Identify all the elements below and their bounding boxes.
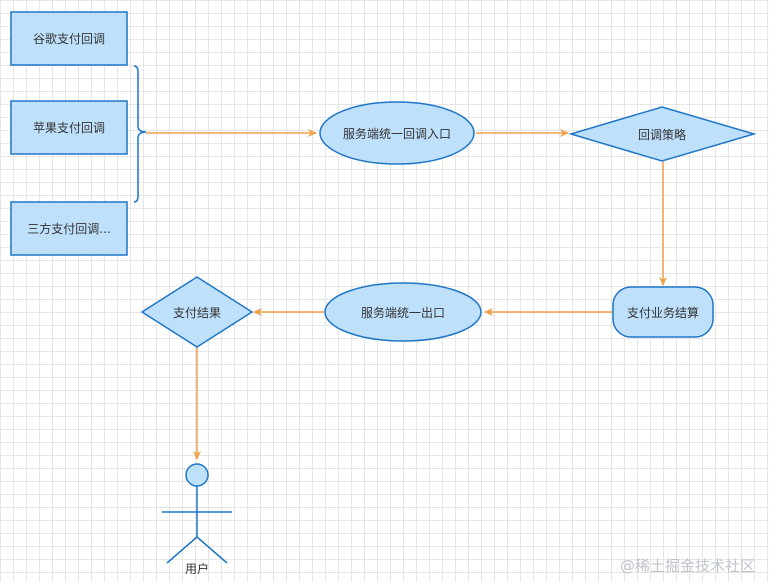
watermark: @稀土掘金技术社区 xyxy=(619,557,755,575)
callback-strategy-diamond xyxy=(568,106,757,162)
payment-result-label: 支付结果 xyxy=(172,305,221,320)
payment-settlement-label: 支付业务结算 xyxy=(626,305,699,320)
payment-settlement-box xyxy=(612,286,714,338)
third-party-callback-label: 三方支付回调... xyxy=(27,222,111,236)
service-entry-label: 服务端统一回调入口 xyxy=(342,126,451,141)
third-party-callback-box xyxy=(10,201,128,256)
google-callback-box xyxy=(10,11,128,66)
callback-strategy-label: 回调策略 xyxy=(637,127,686,142)
grouping-brace xyxy=(133,65,147,203)
service-exit-label: 服务端统一出口 xyxy=(360,305,445,320)
service-entry-ellipse xyxy=(319,101,475,165)
service-exit-ellipse xyxy=(324,282,482,342)
user-actor-icon xyxy=(162,463,232,564)
user-label: 用户 xyxy=(184,561,209,576)
apple-callback-box xyxy=(10,100,128,155)
google-callback-label: 谷歌支付回调 xyxy=(32,32,105,46)
apple-callback-label: 苹果支付回调 xyxy=(32,121,105,135)
payment-result-diamond xyxy=(140,276,254,348)
